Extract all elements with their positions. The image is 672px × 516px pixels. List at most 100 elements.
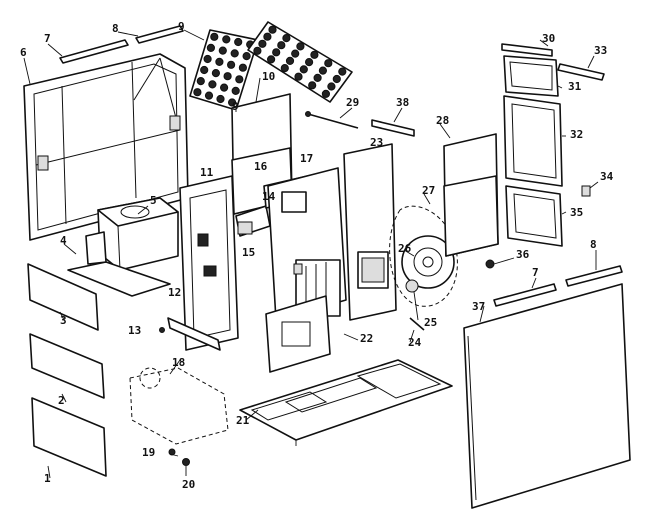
part-32-filter [503,95,563,187]
filter-grid-cell [234,37,243,47]
filter-grid-cell [223,72,232,81]
part-number-label: 15 [242,246,255,259]
filter-grid-cell [263,32,272,41]
part-number-label: 1 [44,472,51,485]
part-13-screw [159,327,165,333]
filter-grid-cell [235,75,244,84]
part-27-blower-housing [389,205,458,307]
filter-grid-cell [332,74,341,84]
part-number-label: 7 [44,32,51,45]
part-9-filter-grid-right [247,21,353,103]
filter-grid-cell [193,88,202,97]
filter-grid-cell [227,60,236,69]
part-number-label: 8 [590,238,597,251]
part-number-label: 10 [262,70,275,83]
part-15-control [237,221,253,235]
part-number-label: 26 [398,242,412,255]
filter-grid-cell [204,91,214,100]
part-33-filter-rod [557,63,605,81]
part-number-label: 20 [182,478,195,491]
filter-grid-cell [242,52,251,61]
filter-grid-cell [280,64,289,73]
part-28-side-panel [443,133,499,257]
part-number-label: 30 [542,32,555,45]
filter-grid-cell [310,50,319,59]
filter-grid-cell [258,39,267,48]
part-number-label: 21 [236,414,250,427]
part-18-burner-outline [129,367,229,445]
filter-grid-cell [294,72,303,81]
part-number-label: 25 [424,316,437,329]
filter-grid-cell [215,57,224,67]
part-number-label: 19 [142,446,155,459]
part-38-bracket [371,119,415,137]
part-number-label: 23 [370,136,383,149]
part-24-bracket [409,317,425,331]
filter-grid-cell [216,94,225,104]
filter-grid-cell [211,69,220,78]
part-number-label: 8 [112,22,119,35]
part-number-label: 11 [200,166,214,179]
part-number-label: 32 [570,128,583,141]
filter-grid-cell [324,59,333,68]
filter-grid-cell [220,83,229,92]
part-number-label: 4 [60,234,67,247]
part-20-fitting [182,458,190,466]
filter-grid-cell [296,42,305,51]
part-31-filter-frame-top [503,55,559,97]
filter-grid-cell [206,43,215,53]
part-26-blower-wheel [401,235,455,289]
part-number-label: 5 [150,194,157,207]
filter-grid-cell [253,46,262,55]
part-34-clip [581,185,591,197]
filter-grid-cell [208,80,217,89]
part-29-rod [305,111,359,129]
part-37-side-panel [463,283,631,509]
filter-grid-cell [318,66,327,75]
part-35-filter-frame-bottom [505,185,563,247]
part-number-label: 37 [472,300,485,313]
part-9-filter-grid-left [189,29,259,111]
part-1-front-panel [31,397,107,477]
filter-grid-cell [268,25,277,34]
part-2-front-panel [29,333,105,399]
part-number-label: 27 [422,184,435,197]
part-6-side-frame [23,53,189,241]
part-7-top-rail-left [59,39,129,64]
filter-grid-cell [228,98,237,107]
filter-grid-cell [277,41,286,50]
filter-grid-cell [200,65,209,75]
part-number-label: 14 [262,190,276,203]
part-number-label: 2 [58,394,65,407]
part-25-motor [405,279,419,293]
filter-grid-cell [218,46,227,55]
part-number-label: 29 [346,96,359,109]
filter-grid-cell [196,77,205,86]
part-21-base-pan [239,359,453,446]
part-17-heat-exchanger [267,167,347,321]
filter-grid-cell [299,65,308,74]
filter-grid-cell [285,56,295,66]
filter-grid-cell [203,54,212,64]
part-number-label: 33 [594,44,607,57]
part-number-label: 7 [532,266,539,279]
part-number-label: 12 [168,286,181,299]
filter-grid-cell [291,49,300,58]
part-23-rear-panel [343,143,397,321]
filter-grid-cell [313,73,322,83]
part-8-top-rail-right [565,265,623,287]
filter-grid-cell [305,58,314,67]
part-19-fitting [168,448,176,456]
part-number-label: 17 [300,152,313,165]
part-number-label: 22 [360,332,373,345]
filter-grid-cell [338,67,347,76]
part-number-label: 31 [568,80,582,93]
part-5-burner-box [97,197,179,271]
filter-grid-cell [267,55,276,64]
leader-lines [23,29,599,479]
part-3-front-panel [27,263,99,331]
part-number-label: 16 [254,160,268,173]
